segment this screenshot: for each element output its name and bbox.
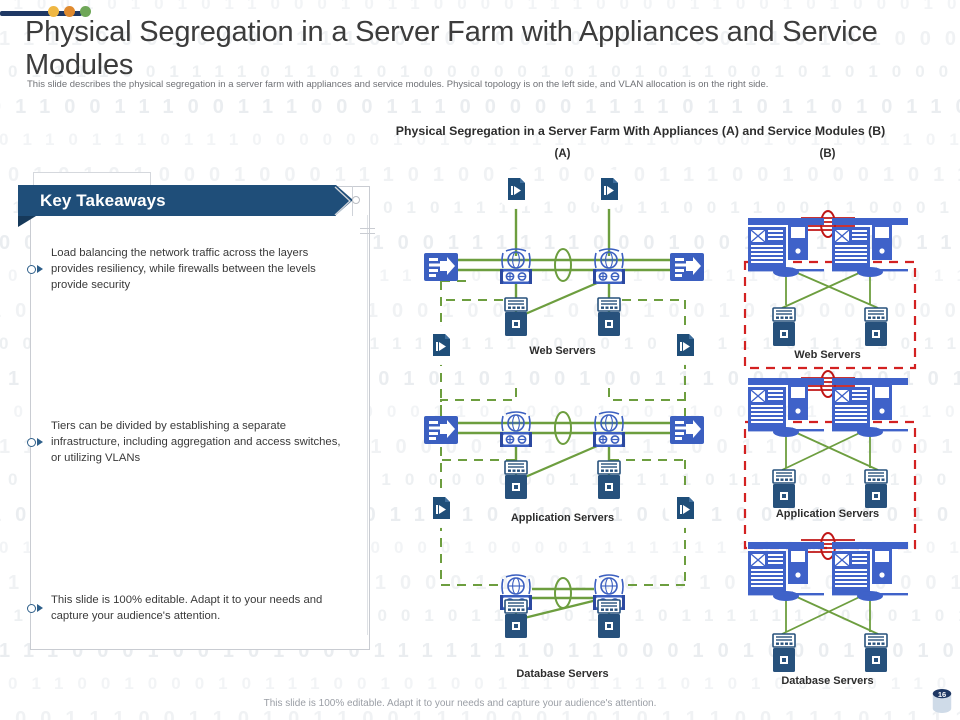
diagram-title: Physical Segregation in a Server Farm Wi…	[395, 124, 886, 138]
list-item-label: This slide is 100% editable. Adapt it to…	[51, 594, 323, 622]
switch-icon	[592, 411, 626, 448]
bullet-arrow-icon	[27, 603, 43, 613]
server-icon	[772, 469, 796, 509]
tier-label-app-a: Application Servers	[510, 512, 615, 524]
tier-label-web-b: Web Servers	[794, 349, 861, 361]
page-title: Physical Segregation in a Server Farm wi…	[25, 16, 878, 81]
list-item: This slide is 100% editable. Adapt it to…	[27, 592, 351, 624]
server-icon	[504, 460, 528, 500]
panel-b-label: (B)	[819, 148, 836, 160]
tier-web-servers-b	[743, 210, 917, 370]
bullet-arrow-icon	[27, 437, 43, 447]
tier-application-servers-a	[421, 388, 705, 585]
panel-a-label: (A)	[554, 148, 571, 160]
tier-label-web-a: Web Servers	[529, 345, 596, 357]
list-item: Load balancing the network traffic acros…	[27, 245, 351, 293]
divider-tick-bottom	[360, 233, 375, 234]
bullet-arrow-icon	[27, 264, 43, 274]
key-takeaways-panel	[30, 186, 370, 650]
document-play-icon	[421, 488, 461, 528]
document-play-icon	[496, 169, 536, 209]
tier-label-db-b: Database Servers	[781, 675, 874, 687]
page-badge-icon	[932, 689, 952, 713]
panel-a-topology	[421, 169, 705, 639]
document-play-icon	[665, 325, 705, 365]
document-play-icon	[421, 325, 461, 365]
firewall-icon	[424, 416, 458, 444]
blade-chassis-icon	[831, 541, 909, 602]
tier-label-db-a: Database Servers	[516, 668, 609, 680]
server-icon	[772, 307, 796, 347]
dot-green-icon	[80, 6, 91, 17]
server-icon	[504, 599, 528, 639]
dot-yellow-icon	[48, 6, 59, 17]
tier-application-servers-b	[743, 370, 917, 550]
tier-database-servers-a	[441, 574, 685, 639]
panel-b-topology	[743, 210, 917, 673]
key-takeaways-banner: Key Takeaways	[18, 185, 336, 216]
banner-fold-icon	[18, 216, 36, 227]
bullet-dot-icon	[352, 196, 360, 204]
header-dots	[48, 6, 91, 17]
server-icon	[864, 633, 888, 673]
document-play-icon	[589, 169, 629, 209]
key-takeaways-title: Key Takeaways	[40, 190, 166, 210]
tier-database-servers-b	[747, 532, 909, 673]
firewall-icon	[424, 253, 458, 281]
page-number: 16	[937, 690, 947, 699]
tier-web-servers-a	[421, 169, 705, 430]
header-accent-line	[0, 11, 82, 16]
server-icon	[597, 297, 621, 337]
list-item: Tiers can be divided by establishing a s…	[27, 418, 351, 466]
list-item-label: Tiers can be divided by establishing a s…	[51, 420, 341, 464]
server-icon	[772, 633, 796, 673]
footer-note: This slide is 100% editable. Adapt it to…	[263, 698, 657, 709]
dot-orange-icon	[64, 6, 75, 17]
tier-label-app-b: Application Servers	[775, 508, 880, 520]
firewall-icon	[670, 253, 704, 281]
divider-tick-top	[360, 228, 375, 229]
server-icon	[864, 307, 888, 347]
page-subtitle: This slide describes the physical segreg…	[27, 79, 769, 90]
server-icon	[597, 460, 621, 500]
firewall-icon	[670, 416, 704, 444]
list-item-label: Load balancing the network traffic acros…	[51, 247, 316, 291]
server-icon	[504, 297, 528, 337]
server-icon	[864, 469, 888, 509]
server-icon	[597, 599, 621, 639]
switch-icon	[499, 411, 533, 448]
document-play-icon	[665, 488, 705, 528]
divider-vertical	[367, 215, 368, 635]
blade-chassis-icon	[747, 541, 825, 602]
